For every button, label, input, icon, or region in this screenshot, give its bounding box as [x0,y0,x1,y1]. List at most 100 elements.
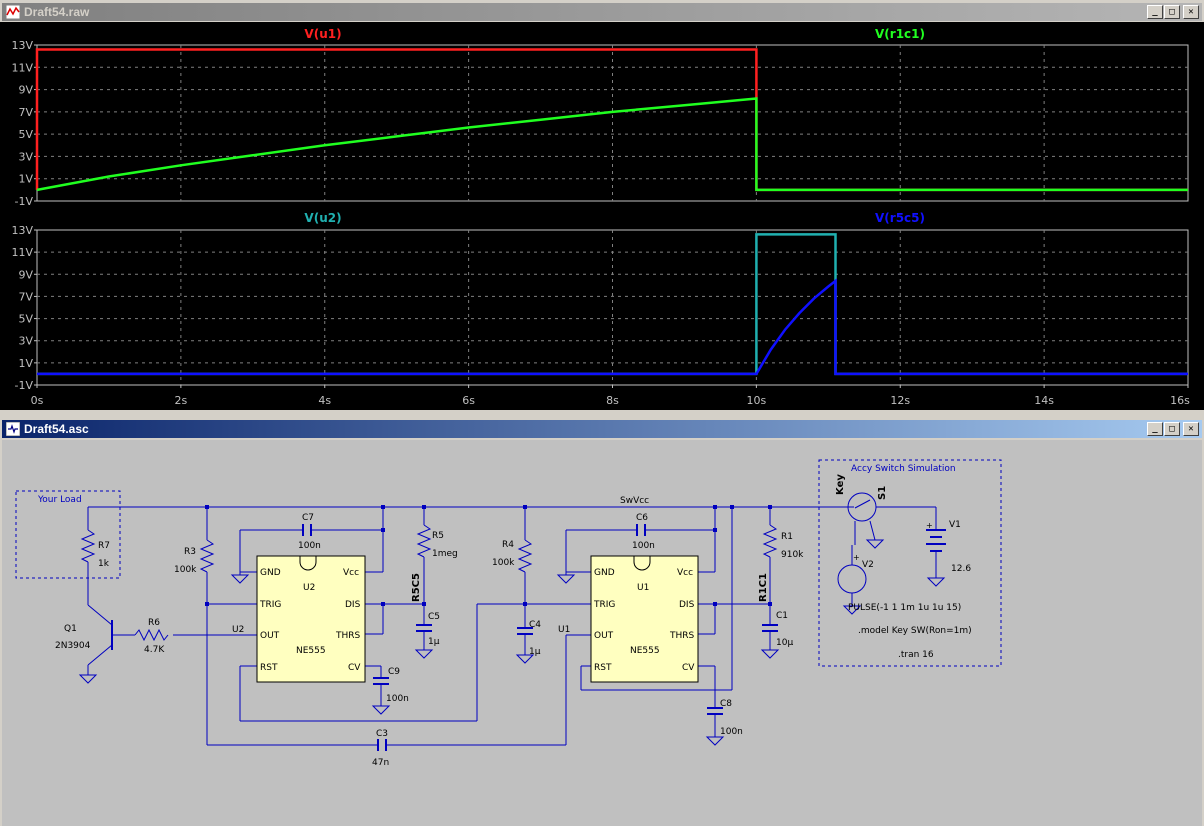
u1-pin-out: OUT [594,631,614,641]
y-tick-label: -1V [15,195,34,208]
x-tick-label: 8s [606,394,619,407]
y-tick-label: 9V [18,268,33,281]
maximize-button[interactable]: □ [1164,422,1180,436]
c5-name: C5 [428,612,440,622]
legend-label[interactable]: V(r1c1) [875,27,925,41]
minimize-button[interactable]: _ [1147,5,1163,19]
s1-name: S1 [877,486,888,500]
r6-name: R6 [148,618,160,628]
r4-value: 100k [492,558,515,568]
svg-text:+: + [853,553,860,562]
c6-value: 100n [632,541,655,551]
legend-label[interactable]: V(u2) [304,211,341,225]
waveform-window-title: Draft54.raw [24,5,90,19]
minimize-button[interactable]: _ [1147,422,1163,436]
v2-name: V2 [862,560,874,570]
u2-net-label: U2 [232,625,244,635]
u1-pin-rst: RST [594,663,612,673]
v1-value: 12.6 [951,564,971,574]
y-tick-label: 5V [18,313,33,326]
close-button[interactable]: ✕ [1183,422,1199,436]
c9-value: 100n [386,694,409,704]
v2-value: PULSE(-1 1 1m 1u 1u 15) [848,603,961,613]
swvcc-label: SwVcc [620,496,649,506]
r7-resistor [80,529,96,563]
c7-name: C7 [302,513,314,523]
r1-resistor [762,524,778,558]
u2-pin-rst: RST [260,663,278,673]
u2-ic[interactable] [256,555,366,683]
u2-pin-trig: TRIG [259,600,281,610]
x-tick-label: 0s [31,394,44,407]
u2-ref: U2 [303,583,315,593]
series-line-vr5c5[interactable] [37,278,1188,376]
x-tick-label: 16s [1170,394,1190,407]
schematic-window[interactable]: Draft54.asc _ □ ✕ [0,418,1204,826]
legend-label[interactable]: V(u1) [304,27,341,41]
r4-name: R4 [502,540,514,550]
u1-ic[interactable] [590,555,699,683]
maximize-button[interactable]: □ [1164,5,1180,19]
r7-name: R7 [98,541,110,551]
u1-pin-cv: CV [682,663,695,673]
c5-value: 1µ [428,637,440,647]
r5-value: 1meg [432,549,458,559]
y-tick-label: 7V [18,106,33,119]
u1-net-label: U1 [558,625,570,635]
c1-value: 10µ [776,638,793,648]
u1-pin-trig: TRIG [593,600,615,610]
waveform-window[interactable]: Draft54.raw _ □ ✕ 13V 11V 9V 7V 5V 3V 1V -1V V(u… [0,0,1204,410]
u1-pin-vcc: Vcc [677,568,693,578]
u1-ref: U1 [637,583,649,593]
y-tick-label: 3V [18,150,33,163]
waveform-icon [6,5,20,19]
r3-name: R3 [184,547,196,557]
y-tick-label: 13V [11,224,33,237]
legend-label[interactable]: V(r5c5) [875,211,925,225]
waveform-titlebar[interactable]: Draft54.raw _ □ ✕ [2,3,1202,21]
c7-value: 100n [298,541,321,551]
u1-part: NE555 [630,646,660,656]
r5-name: R5 [432,531,444,541]
r1-name: R1 [781,532,793,542]
y-tick-label: 11V [11,61,33,74]
x-tick-label: 14s [1034,394,1054,407]
r3-resistor [199,539,215,573]
close-button[interactable]: ✕ [1183,5,1199,19]
x-tick-label: 12s [890,394,910,407]
u1-pin-gnd: GND [594,568,615,578]
r6-value: 4.7K [144,645,165,655]
r1c1-net-label: R1C1 [758,573,769,602]
y-tick-label: 13V [11,39,33,52]
accy-box-label: Accy Switch Simulation [851,464,956,474]
q1-value: 2N3904 [55,641,91,651]
y-tick-label: -1V [15,379,34,392]
y-tick-label: 5V [18,128,33,141]
u2-pin-out: OUT [260,631,280,641]
c1-name: C1 [776,611,788,621]
model-directive: .model Key SW(Ron=1m) [858,626,972,636]
x-tick-label: 6s [462,394,475,407]
u2-part: NE555 [296,646,326,656]
schematic-canvas[interactable]: Your Load Accy Switch Simulation SwVcc U… [2,440,1202,826]
c6-name: C6 [636,513,648,523]
schematic-titlebar[interactable]: Draft54.asc _ □ ✕ [2,420,1202,438]
r5-resistor [416,524,432,558]
u2-pin-gnd: GND [260,568,281,578]
c4-value: 1µ [529,647,541,657]
c9-name: C9 [388,667,400,677]
accy-switch-box [818,459,1002,667]
series-line-vr1c1[interactable] [36,97,1188,192]
u2-pin-thrs: THRS [335,631,361,641]
u1-pin-dis: DIS [679,600,695,610]
s1-value: Key [835,474,846,495]
r1-value: 910k [781,550,804,560]
x-tick-label: 2s [175,394,188,407]
r5c5-net-label: R5C5 [411,573,422,602]
y-tick-label: 1V [18,357,33,370]
r4-resistor [517,539,533,573]
y-tick-label: 9V [18,84,33,97]
